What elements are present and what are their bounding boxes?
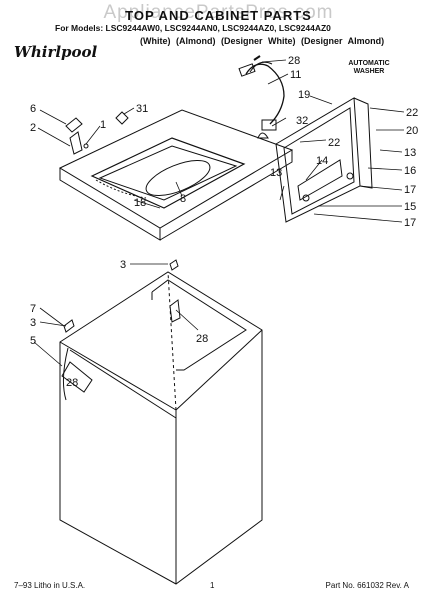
screws xyxy=(63,55,261,333)
diagram-title: TOP AND CABINET PARTS xyxy=(125,8,312,23)
callout-labels: 28 11 6 31 2 1 32 19 22 20 22 14 13 16 1… xyxy=(30,55,418,389)
callout-3-lower: 3 xyxy=(30,317,36,329)
callout-32: 32 xyxy=(296,115,308,127)
lid-switch-assembly xyxy=(238,61,285,139)
callout-31: 31 xyxy=(136,103,148,115)
callout-5: 5 xyxy=(30,335,36,347)
callout-28-side: 28 xyxy=(66,377,78,389)
callout-6: 6 xyxy=(30,103,36,115)
cabinet xyxy=(59,271,263,585)
watermark-text: AppliancePartsPros.com xyxy=(103,2,334,23)
callout-28-middle: 28 xyxy=(196,333,208,345)
leader-lines xyxy=(33,59,405,367)
callout-17-upper: 17 xyxy=(404,184,416,196)
product-type-line-1: AUTOMATIC xyxy=(348,60,390,67)
callout-18: 18 xyxy=(134,197,146,209)
callout-3-upper: 3 xyxy=(120,259,126,271)
page-number: 1 xyxy=(210,581,215,590)
console-frame xyxy=(275,97,373,223)
callout-20: 20 xyxy=(406,125,418,137)
callout-13-left: 13 xyxy=(270,167,282,179)
models-line: For Models: LSC9244AW0, LSC9244AN0, LSC9… xyxy=(55,23,331,33)
callout-19: 19 xyxy=(298,89,310,101)
callout-13-right: 13 xyxy=(404,147,416,159)
callout-2: 2 xyxy=(30,122,36,134)
callout-1: 1 xyxy=(100,119,106,131)
litho-note: 7–93 Litho in U.S.A. xyxy=(14,581,86,590)
callout-7: 7 xyxy=(30,303,36,315)
callout-22-inner: 22 xyxy=(328,137,340,149)
brand-logo: Whirlpool xyxy=(14,43,98,61)
callout-15: 15 xyxy=(404,201,416,213)
callout-17-lower: 17 xyxy=(404,217,416,229)
top-panel xyxy=(58,109,294,241)
callout-22-right: 22 xyxy=(406,107,418,119)
product-type: AUTOMATIC WASHER xyxy=(336,60,402,76)
hinge-parts xyxy=(65,111,129,155)
callout-14: 14 xyxy=(316,155,328,167)
variants-line: (White) (Almond) (Designer White) (Desig… xyxy=(140,36,385,46)
product-type-line-2: WASHER xyxy=(353,68,385,75)
part-number: Part No. 661032 Rev. A xyxy=(325,581,409,590)
callout-16: 16 xyxy=(404,165,416,177)
callout-8: 8 xyxy=(180,193,186,205)
callout-28-top: 28 xyxy=(288,55,300,67)
callout-11: 11 xyxy=(290,69,301,81)
